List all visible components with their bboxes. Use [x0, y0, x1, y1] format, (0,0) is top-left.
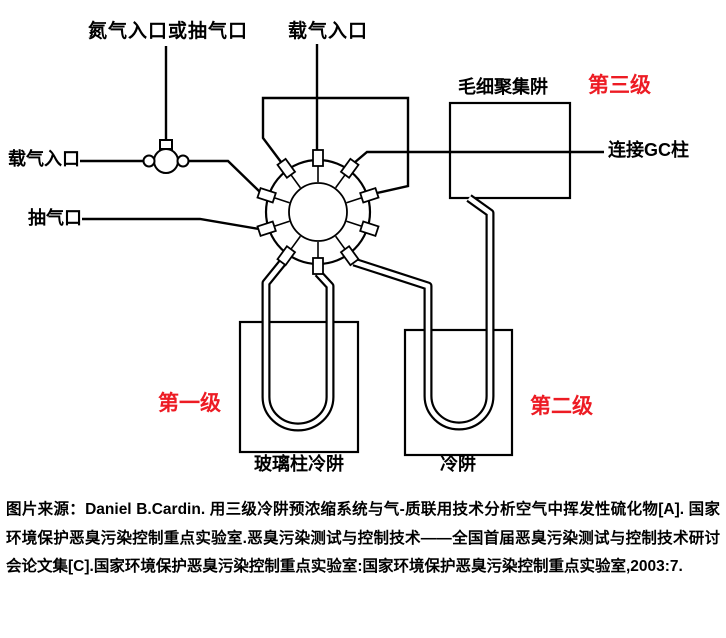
stage1-trap-box	[238, 320, 360, 454]
label-stage-two: 第二级	[530, 395, 593, 418]
stage1-utube	[261, 259, 335, 432]
label-carrier-inlet-left: 载气入口	[8, 149, 80, 169]
label-cold-trap: 冷阱	[440, 454, 476, 474]
diagram-canvas	[80, 44, 604, 457]
label-glass-column-cold-trap: 玻璃柱冷阱	[254, 454, 344, 474]
label-capillary-trap: 毛细聚集阱	[458, 77, 548, 97]
label-stage-three: 第三级	[588, 74, 651, 97]
valve-rotor	[288, 182, 348, 242]
stage2-trap-box	[403, 328, 514, 457]
label-nitrogen-inlet: 氮气入口或抽气口	[88, 21, 249, 42]
tee-to-valve-line	[189, 159, 261, 193]
pump-outlet-line	[82, 217, 260, 231]
valve-rotor-stubs	[274, 166, 362, 258]
figure-source-caption: 图片来源：Daniel B.Cardin. 用三级冷阱预浓缩系统与气-质联用技术…	[6, 501, 720, 575]
valve-ports	[256, 149, 380, 275]
tubing-lines	[80, 44, 604, 231]
capillary-trap-box	[448, 101, 572, 200]
label-stage-one: 第一级	[158, 392, 221, 415]
label-connect-gc-column: 连接GC柱	[608, 140, 689, 160]
rotary-valve	[256, 149, 380, 275]
stage2-utube	[352, 194, 495, 431]
label-pump-outlet: 抽气口	[28, 208, 82, 228]
gc-column-line	[353, 150, 604, 164]
tee-fitting	[142, 139, 190, 174]
label-carrier-inlet-top: 载气入口	[288, 21, 369, 42]
bypass-loop-line	[261, 96, 410, 195]
